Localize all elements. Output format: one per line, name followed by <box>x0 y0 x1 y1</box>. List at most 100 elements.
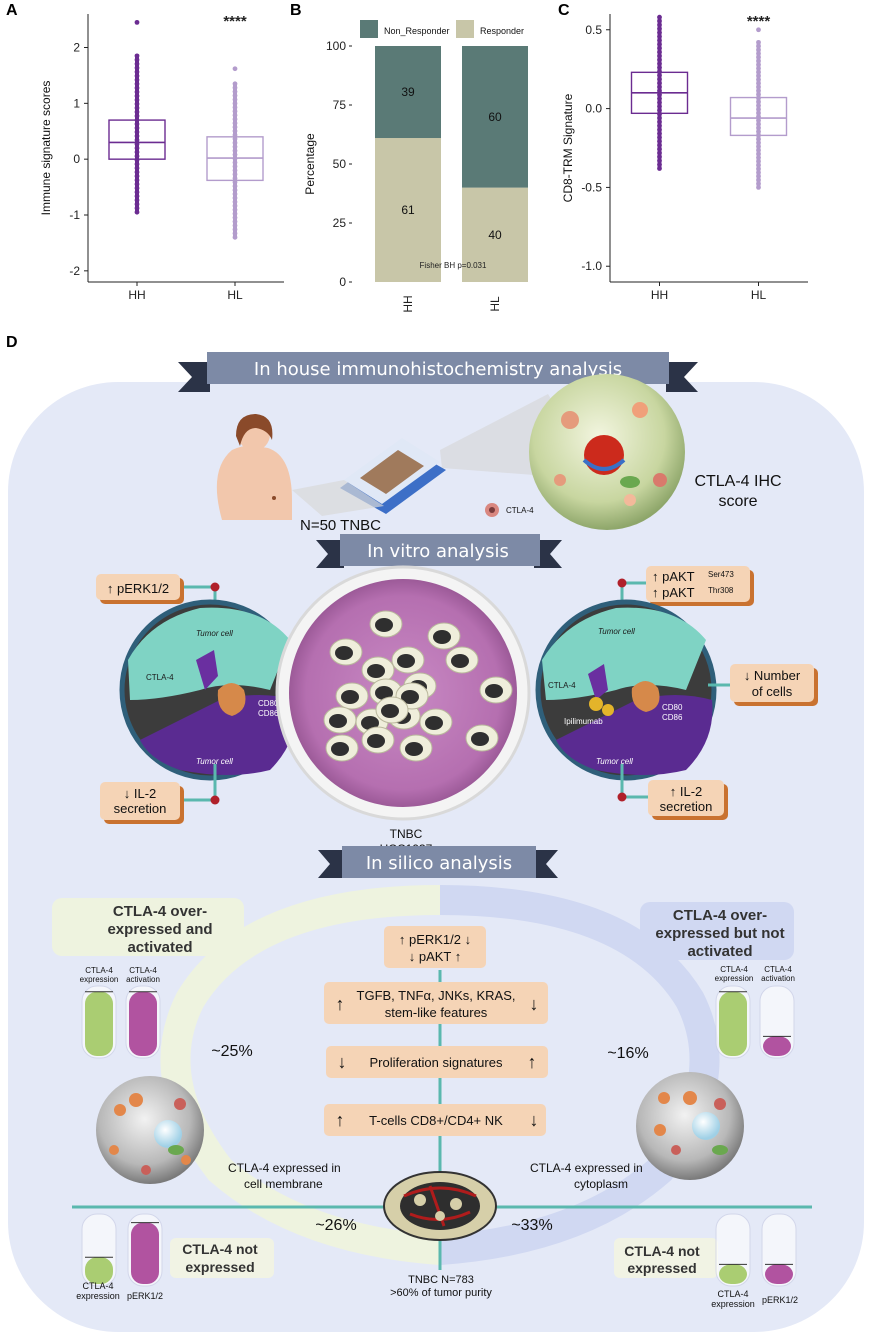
br-expr-2: expression <box>711 1299 755 1309</box>
data-point <box>232 93 238 99</box>
svg-text:↓: ↓ <box>530 994 539 1014</box>
silico-title: In silico analysis <box>366 853 512 874</box>
culture-nucleus <box>405 742 423 756</box>
pakt-2: ↑ pAKT <box>652 585 695 600</box>
svg-text:Proliferation signatures: Proliferation signatures <box>370 1055 503 1070</box>
data-point <box>232 116 238 122</box>
center-box-2: ↑ TGFB, TNFα, JNKs, KRAS, stem-like feat… <box>324 982 548 1024</box>
data-point <box>657 18 662 24</box>
data-point <box>657 57 662 63</box>
not-expressed-left-1: CTLA-4 not <box>182 1241 258 1257</box>
bar-non-responder-HH <box>375 46 441 139</box>
data-point <box>134 101 140 107</box>
data-point <box>657 107 662 113</box>
vitro-title: In vitro analysis <box>367 541 509 562</box>
outlier-point <box>232 66 238 72</box>
data-point <box>134 149 140 155</box>
data-point <box>134 161 140 167</box>
data-point <box>657 119 662 125</box>
data-point <box>756 155 761 161</box>
culture-nucleus <box>401 690 419 704</box>
data-point <box>134 113 140 119</box>
data-point <box>657 150 662 156</box>
ihc-title-ribbon: In house immunohistochemistry analysis <box>178 352 698 392</box>
data-point <box>232 140 238 146</box>
data-point <box>232 215 238 221</box>
br-perk: pERK1/2 <box>762 1295 798 1305</box>
right-header-3: activated <box>687 943 752 960</box>
data-point <box>232 227 238 232</box>
data-point <box>232 230 238 236</box>
diagram-d: In house immunohistochemistry analysis N… <box>8 352 864 1332</box>
vitro-right-cell: Tumor cell CTLA-4 CD80 CD86 Ipilimumab T… <box>535 599 717 781</box>
data-point <box>134 129 140 135</box>
data-point <box>134 181 140 187</box>
data-point <box>756 185 761 190</box>
svg-text:↓ pAKT ↑: ↓ pAKT ↑ <box>409 949 462 964</box>
data-point <box>657 158 662 164</box>
data-point <box>232 175 238 181</box>
data-point <box>657 166 662 171</box>
data-point <box>657 76 662 82</box>
data-point <box>232 152 238 158</box>
right-header-2: expressed but not <box>655 925 784 942</box>
data-point <box>657 127 662 133</box>
data-point <box>134 173 140 179</box>
tumor-cell-top-right: Tumor cell <box>598 627 635 636</box>
purity-label: >60% of tumor purity <box>390 1287 492 1299</box>
data-point <box>232 128 238 134</box>
svg-text:stem-like features: stem-like features <box>385 1005 488 1020</box>
panel-label-d: D <box>6 334 18 351</box>
data-point <box>756 170 761 175</box>
culture-nucleus <box>367 664 385 678</box>
data-point <box>134 133 140 139</box>
culture-dish <box>275 565 531 821</box>
num-cells-1: ↓ Number <box>744 668 801 683</box>
silico-title-ribbon: In silico analysis <box>318 846 558 878</box>
data-point <box>657 123 662 129</box>
svg-text:↓: ↓ <box>530 1110 539 1130</box>
vitro-title-ribbon: In vitro analysis <box>316 534 562 568</box>
data-point <box>756 125 761 131</box>
bar-responder-HL <box>462 187 528 282</box>
data-point <box>134 189 140 195</box>
data-point <box>756 39 761 45</box>
data-point <box>756 88 761 94</box>
data-point <box>657 135 662 140</box>
cd86-left: CD86 <box>258 709 279 718</box>
bar-label-responder: 61 <box>401 203 415 217</box>
data-point <box>756 47 761 53</box>
data-point <box>756 66 761 71</box>
panel-label-a: A <box>6 2 18 19</box>
bl-expr-1: CTLA-4 <box>82 1281 113 1291</box>
tube-liquid <box>85 1257 113 1284</box>
data-point <box>756 77 761 82</box>
culture-nucleus <box>397 654 415 668</box>
tr-act-2: activation <box>761 974 795 983</box>
tube-liquid <box>765 1264 793 1284</box>
data-point <box>134 185 140 191</box>
data-point <box>134 109 140 115</box>
ihc-score-line2: score <box>718 493 757 510</box>
bl-expr-2: expression <box>76 1291 120 1301</box>
tumor-cell-bottom-right: Tumor cell <box>596 757 633 766</box>
y-axis-label: CD8-TRM Signature <box>561 93 575 202</box>
data-point <box>134 73 140 79</box>
data-point <box>756 54 761 60</box>
culture-nucleus <box>331 742 349 756</box>
tube-liquid <box>129 991 157 1056</box>
membrane-1: CTLA-4 expressed in <box>228 1161 341 1175</box>
data-point <box>657 84 662 90</box>
data-point <box>232 219 238 224</box>
vitro-left-cell: Tumor cell CTLA-4 CD80 CD86 Tumor cell <box>119 599 301 781</box>
bar-label-non-responder: 39 <box>401 85 415 99</box>
y-tick-label: 100 <box>326 39 346 53</box>
left-header-2: expressed and <box>107 921 212 938</box>
tumor-mass <box>383 1171 497 1241</box>
outlier-point <box>756 27 761 33</box>
culture-nucleus <box>381 704 399 718</box>
data-point <box>657 22 662 28</box>
data-point <box>756 136 761 142</box>
